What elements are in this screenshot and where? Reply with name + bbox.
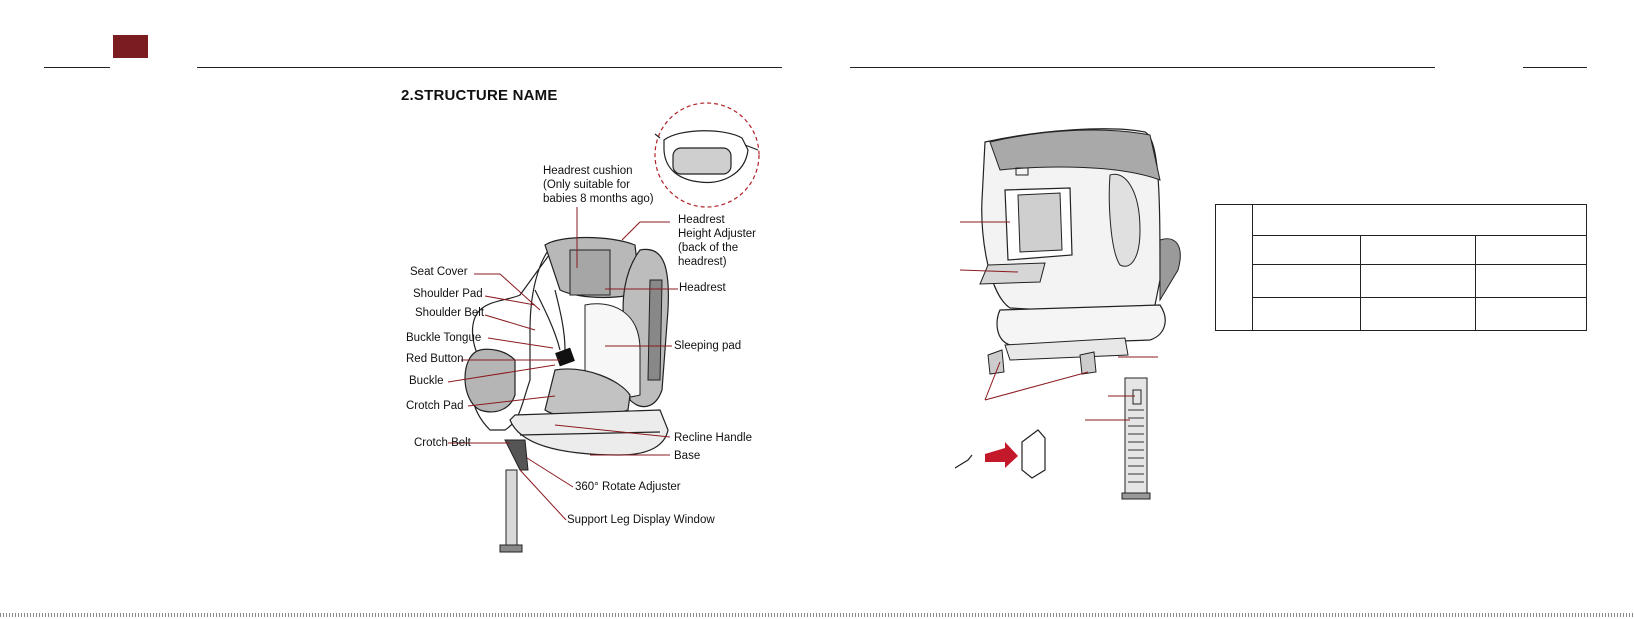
table-cell (1360, 264, 1476, 298)
right-page-rule (850, 67, 1435, 68)
label-red-button: Red Button (406, 353, 464, 365)
label-buckle: Buckle (409, 375, 444, 387)
label-360-rotate-adjuster: 360° Rotate Adjuster (575, 481, 681, 493)
label-headrest-height-adjuster-3: (back of the (678, 242, 739, 254)
spec-table (1215, 204, 1587, 331)
label-crotch-pad: Crotch Pad (406, 400, 464, 412)
label-recline-handle: Recline Handle (674, 432, 752, 444)
table-cell (1252, 204, 1587, 236)
label-seat-cover: Seat Cover (410, 266, 468, 278)
table-cell (1475, 264, 1587, 298)
page-tab-marker (113, 35, 148, 58)
label-crotch-belt: Crotch Belt (414, 437, 471, 449)
left-page-rule-short (44, 67, 110, 68)
label-headrest-cushion-note-1: (Only suitable for (543, 179, 630, 191)
label-shoulder-belt: Shoulder Belt (415, 307, 485, 319)
label-shoulder-pad: Shoulder Pad (413, 288, 483, 300)
left-page-rule (197, 67, 782, 68)
label-headrest: Headrest (679, 282, 726, 294)
label-support-leg-display-window: Support Leg Display Window (567, 514, 715, 526)
label-headrest-height-adjuster-2: Height Adjuster (678, 228, 756, 240)
table-cell (1475, 235, 1587, 265)
table-cell (1252, 264, 1361, 298)
table-row (1216, 264, 1587, 298)
table-row (1216, 235, 1587, 265)
label-headrest-cushion: Headrest cushion (543, 165, 633, 177)
table-cell (1215, 204, 1253, 331)
table-cell (1360, 297, 1476, 331)
section-title: 2.STRUCTURE NAME (401, 87, 558, 104)
label-headrest-height-adjuster-4: headrest) (678, 256, 727, 268)
table-cell (1475, 297, 1587, 331)
table-cell (1252, 235, 1361, 265)
label-buckle-tongue: Buckle Tongue (406, 332, 482, 344)
table-row (1215, 204, 1587, 331)
label-sleeping-pad: Sleeping pad (674, 340, 742, 352)
label-headrest-height-adjuster-1: Headrest (678, 214, 725, 226)
table-cell (1252, 297, 1361, 331)
right-page-rule-short (1523, 67, 1587, 68)
table-cell (1360, 235, 1476, 265)
bottom-dotted-border (0, 613, 1634, 617)
label-base: Base (674, 450, 701, 462)
table-row (1216, 297, 1587, 331)
label-headrest-cushion-note-2: babies 8 months ago) (543, 193, 654, 205)
